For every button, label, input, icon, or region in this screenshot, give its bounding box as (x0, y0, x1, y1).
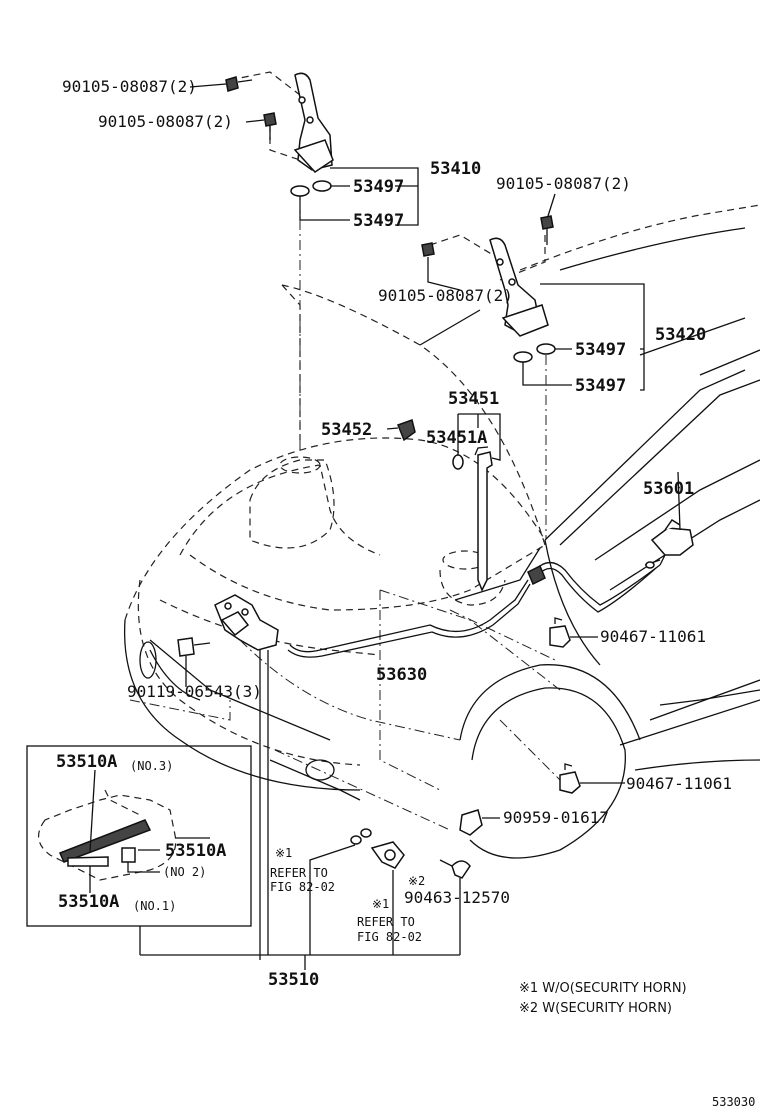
label-bolt-rh-2: 90105-08087(2) (378, 286, 513, 305)
label-clamp-horn: 90463-12570 (404, 888, 510, 907)
clamps-illustration (459, 617, 625, 836)
label-clamp-1: 90467-11061 (600, 627, 706, 646)
hood-lock-illustration (177, 594, 279, 960)
label-ref-2-line2: FIG 82-02 (357, 930, 422, 944)
hinge-rh-illustration (421, 215, 556, 363)
label-bolt-rh-1: 90105-08087(2) (496, 174, 631, 193)
diagram-code: 533030 (712, 1095, 755, 1109)
label-inset-top-sub: (NO.3) (130, 759, 173, 773)
label-hinge-lh: 53410 (430, 159, 481, 179)
label-ref-2-line1: REFER TO (357, 915, 415, 929)
label-ref-1-line2: FIG 82-02 (270, 880, 335, 894)
support-rod-illustration (386, 413, 501, 592)
label-washer-rh-2: 53497 (575, 376, 626, 396)
label-release-cable: 53630 (376, 665, 427, 685)
label-inset-bot-sub: (NO.1) (133, 899, 176, 913)
label-release-lever: 53601 (643, 479, 694, 499)
label-bolt-top-2: 90105-08087(2) (98, 112, 233, 131)
label-inset-mid: 53510A (165, 841, 226, 861)
label-clamp-2: 90467-11061 (626, 774, 732, 793)
label-ref-mark-3: ※1 (372, 897, 389, 911)
label-bolt-top-1: 90105-08087(2) (62, 77, 197, 96)
label-clip-fender: 90959-01617 (503, 808, 609, 827)
label-inset-mid-sub: (NO 2) (163, 865, 206, 879)
security-horn-illustration (309, 828, 471, 955)
inset-box (26, 745, 252, 955)
label-inset-bot: 53510A (58, 892, 119, 912)
label-ref-mark-1: ※1 (275, 846, 292, 860)
label-hood-lock-assy: 53510 (268, 970, 319, 990)
label-washer-lh-2: 53497 (353, 211, 404, 231)
label-washer-rh-1: 53497 (575, 340, 626, 360)
note-2: ※2 W(SECURITY HORN) (519, 1001, 672, 1016)
note-1: ※1 W/O(SECURITY HORN) (519, 981, 687, 996)
bracket-53510 (140, 954, 460, 970)
label-hinge-rh: 53420 (655, 325, 706, 345)
release-cable-illustration (287, 471, 694, 658)
car-body-outline (123, 204, 760, 859)
part-labels: 90105-08087(2) 90105-08087(2) 53410 5349… (56, 77, 755, 1109)
label-hood-lock-bolt: 90119-06543(3) (127, 682, 262, 701)
hinge-lh-illustration (225, 71, 334, 197)
label-rod-grommet: 53451A (426, 428, 487, 448)
label-ref-mark-2: ※2 (408, 874, 425, 888)
hinge-rh-leaders (427, 193, 645, 540)
label-washer-lh-1: 53497 (353, 177, 404, 197)
label-rod-clip: 53452 (321, 420, 372, 440)
label-inset-top: 53510A (56, 752, 117, 772)
hinge-lh-leaders (189, 83, 419, 450)
label-support-rod: 53451 (448, 389, 499, 409)
label-ref-1-line1: REFER TO (270, 866, 328, 880)
